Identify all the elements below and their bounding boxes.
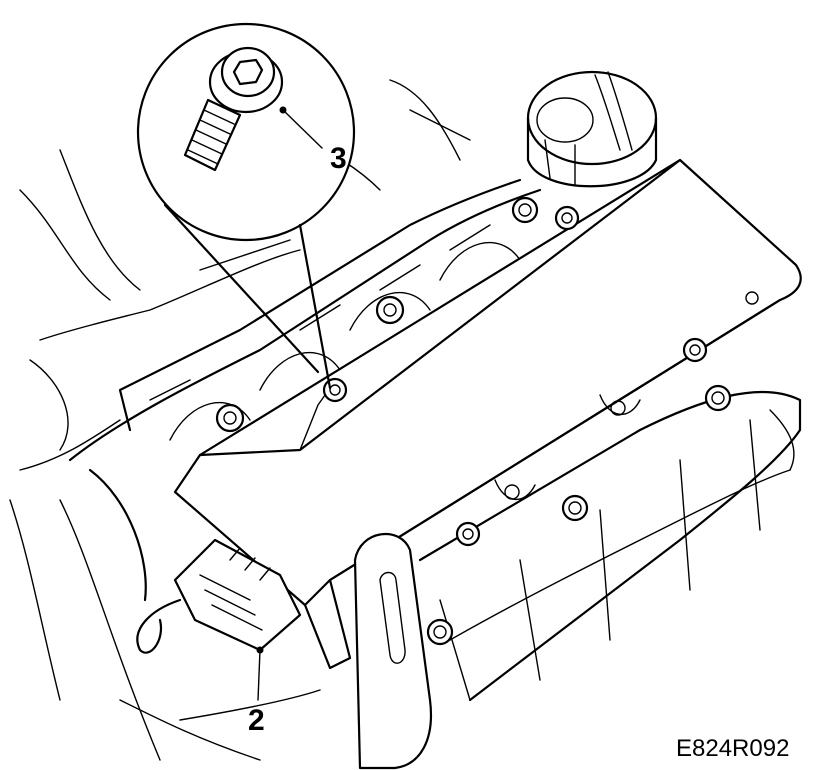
oil-filler-cap <box>526 70 658 188</box>
ignition-cover <box>173 158 802 670</box>
bolt-detail-inset <box>136 22 356 390</box>
leader-line-2 <box>257 649 261 701</box>
lifting-bracket <box>353 532 433 770</box>
bolt-icon <box>183 46 284 172</box>
figure-reference-code: E824R092 <box>676 735 789 762</box>
cap-bolts <box>215 196 732 646</box>
cylinder-head <box>68 178 802 702</box>
leader-dot-2 <box>256 646 264 654</box>
callout-label-3: 3 <box>330 142 347 175</box>
callout-label-2: 2 <box>248 704 265 737</box>
connector <box>88 468 302 654</box>
